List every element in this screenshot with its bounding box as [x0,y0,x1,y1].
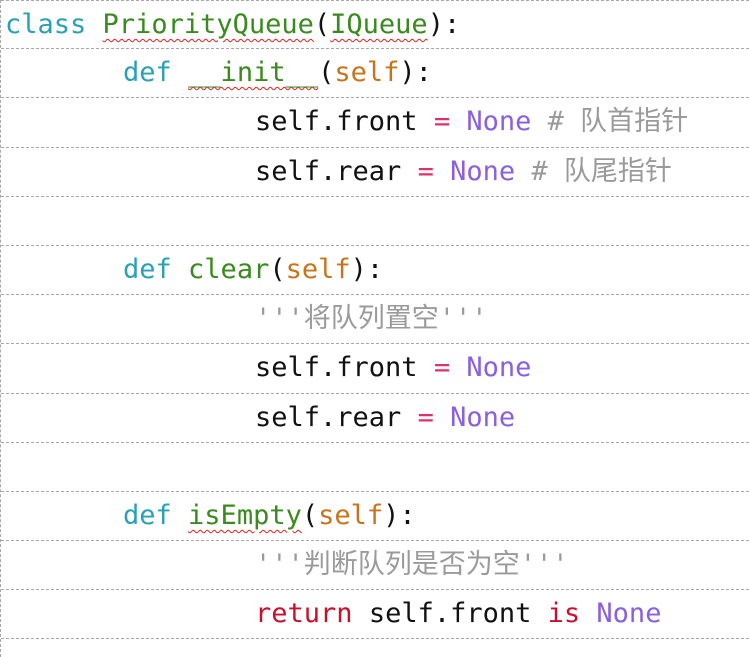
assign-operator: = [433,106,451,138]
keyword-def: def [123,253,172,285]
base-class: IQueue [330,9,428,40]
code-line-6: def clear(self): [1,246,749,296]
docstring: '''将队列置空''' [255,303,488,335]
code-line-2: def __init__(self): [1,49,749,99]
assign-target: self.front [255,106,418,138]
assign-target: self.front [255,352,418,384]
docstring: '''判断队列是否为空''' [255,549,569,581]
code-line-10-blank [1,443,749,492]
none-constant: None [450,401,516,433]
assign-operator: = [417,401,434,433]
comment: # 队尾指针 [531,155,672,187]
code-line-7: '''将队列置空''' [1,295,749,345]
code-line-4: self.rear = None # 队尾指针 [1,148,749,197]
keyword-is: is [547,598,581,630]
code-line-13: return self.front is None [1,590,749,640]
paren-open: ( [313,9,331,40]
class-name: PriorityQueue [102,9,314,40]
none-constant: None [596,598,662,630]
code-line-5-blank [1,197,749,246]
paren-open: ( [269,253,286,285]
code-line-1: class PriorityQueue(IQueue): [1,0,749,50]
param-self: self [318,499,384,531]
method-name: __init__ [188,57,319,89]
param-self: self [334,57,400,89]
assign-operator: = [433,352,451,384]
paren-close: ): [383,499,416,531]
assign-target: self.rear [255,401,402,433]
keyword-def: def [123,499,172,531]
code-line-9: self.rear = None [1,394,749,443]
method-name: clear [188,253,270,285]
paren-close: ): [427,9,461,40]
method-name: isEmpty [188,499,302,531]
keyword-def: def [123,57,172,89]
code-line-8: self.front = None [1,344,749,394]
none-constant: None [466,106,532,138]
paren-open: ( [318,57,335,89]
paren-open: ( [301,499,319,531]
return-expression: self.front [368,598,532,630]
assign-target: self.rear [255,155,402,187]
code-line-11: def isEmpty(self): [1,492,749,542]
none-constant: None [450,155,516,187]
code-line-12: '''判断队列是否为空''' [1,541,749,591]
comment: # 队首指针 [547,106,689,138]
code-line-3: self.front = None # 队首指针 [1,98,749,148]
keyword-return: return [255,598,353,630]
paren-close: ): [399,57,432,89]
param-self: self [285,253,351,285]
keyword-class: class [5,9,87,40]
none-constant: None [466,352,532,384]
assign-operator: = [417,155,434,187]
paren-close: ): [350,253,384,285]
